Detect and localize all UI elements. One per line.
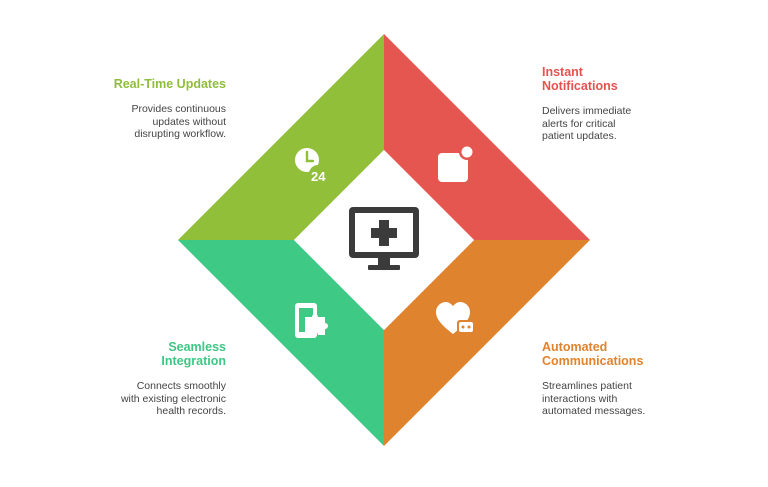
desc-line: patient updates. xyxy=(542,130,617,142)
title-line: Automated xyxy=(542,340,608,354)
quadrant-bottom-left xyxy=(178,240,384,446)
desc-line: interactions with xyxy=(542,392,618,405)
heart-robot-icon xyxy=(436,302,475,334)
desc-line: automated messages. xyxy=(542,405,646,417)
desc-line: Provides continuous xyxy=(131,103,226,115)
notification-badge-icon xyxy=(438,144,475,182)
label-instant-notifications: Instant Notifications Delivers immediate… xyxy=(542,65,682,143)
svg-text:24: 24 xyxy=(311,169,326,184)
title-automated-communications: Automated Communications xyxy=(542,340,692,368)
quadrant-top-left xyxy=(178,34,384,240)
desc-line: Connects smoothly xyxy=(136,380,226,392)
desc-automated-communications: Streamlines patient interactions with au… xyxy=(542,380,692,418)
desc-line: Delivers immediate xyxy=(542,105,632,117)
desc-line: alerts for critical xyxy=(542,117,616,130)
label-automated-communications: Automated Communications Streamlines pat… xyxy=(542,340,692,418)
desc-seamless-integration: Connects smoothly with existing electron… xyxy=(96,380,226,418)
quadrant-bottom-right xyxy=(384,240,590,446)
desc-line: health records. xyxy=(156,405,226,417)
title-line: Integration xyxy=(161,354,226,368)
title-line: Seamless xyxy=(168,340,226,354)
label-seamless-integration: Seamless Integration Connects smoothly w… xyxy=(96,340,226,418)
title-seamless-integration: Seamless Integration xyxy=(96,340,226,368)
title-line: Communications xyxy=(542,354,644,368)
desc-line: disrupting workflow. xyxy=(134,128,226,140)
title-real-time-updates: Real-Time Updates xyxy=(113,77,226,91)
title-instant-notifications: Instant Notifications xyxy=(542,65,682,93)
medical-monitor-icon xyxy=(349,207,419,270)
quadrant-top-right xyxy=(384,34,590,240)
desc-line: updates without xyxy=(152,115,226,128)
title-line: Notifications xyxy=(542,79,618,93)
desc-instant-notifications: Delivers immediate alerts for critical p… xyxy=(542,105,682,143)
title-line: Instant xyxy=(542,65,583,79)
label-real-time-updates: Real-Time Updates Provides continuous up… xyxy=(96,77,226,141)
desc-real-time-updates: Provides continuous updates without disr… xyxy=(96,103,226,141)
clock-24-icon: 24 xyxy=(295,148,327,184)
phone-puzzle-icon xyxy=(295,303,328,338)
desc-line: Streamlines patient xyxy=(542,380,632,392)
desc-line: with existing electronic xyxy=(120,392,226,405)
